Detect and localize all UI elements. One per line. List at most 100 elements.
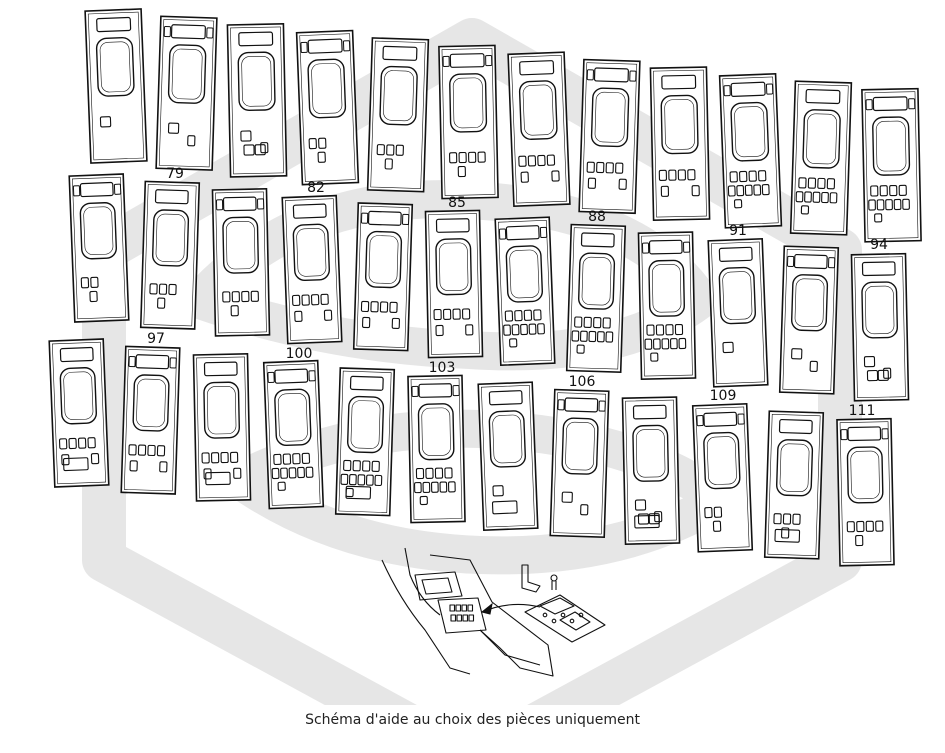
panel-outline — [366, 37, 430, 193]
panel-outline — [295, 29, 360, 186]
panel-display — [79, 181, 114, 198]
panel-button — [674, 323, 684, 336]
console-switch — [468, 614, 475, 622]
panel-shifter-inner — [734, 106, 766, 158]
panel-outline — [139, 180, 201, 330]
panel-display — [96, 16, 132, 33]
panel-button — [389, 301, 398, 313]
panel-label-100: 100 — [286, 346, 313, 362]
console-panel — [861, 87, 922, 243]
panel-shifter-opening — [237, 51, 276, 112]
panel-display — [488, 390, 523, 406]
panel-button — [187, 135, 196, 147]
panel-outline — [789, 80, 853, 236]
panel-button — [691, 185, 700, 197]
panel-button — [729, 171, 738, 183]
console-panel — [850, 252, 910, 402]
panel-shifter-inner — [522, 84, 554, 136]
panel-button — [596, 161, 605, 174]
panel-button — [533, 309, 542, 321]
console-panel — [352, 202, 414, 352]
panel-shifter-opening — [379, 65, 418, 126]
console-panel — [281, 194, 343, 345]
console-panel — [707, 237, 769, 388]
panel-button — [425, 467, 434, 479]
console-panel — [192, 353, 252, 502]
panel-side-key — [257, 198, 265, 210]
panel-button — [395, 144, 404, 156]
console-tunnel-lower — [479, 629, 541, 666]
panel-side-key — [641, 242, 650, 254]
panel-side-key — [360, 212, 369, 224]
panel-button — [571, 330, 580, 342]
panel-inner-border — [285, 198, 339, 341]
panel-inner-border — [299, 33, 356, 182]
console-contour — [404, 547, 441, 616]
console-panel — [578, 58, 641, 215]
console-switch — [461, 604, 468, 612]
panel-label-111: 111 — [849, 403, 876, 419]
panel-button — [807, 177, 817, 189]
panel-display — [632, 404, 667, 420]
panel-outline — [120, 345, 181, 495]
panel-button — [877, 369, 889, 381]
panel-shifter-opening — [307, 58, 347, 119]
panel-side-key — [765, 83, 774, 95]
panel-button — [422, 481, 431, 494]
panel-shifter-inner — [594, 91, 626, 143]
panel-inner-border — [481, 385, 535, 528]
panel-button — [203, 468, 212, 480]
panel-button — [230, 305, 239, 317]
panel-button — [260, 142, 269, 154]
panel-outline — [334, 367, 396, 517]
panel-button — [452, 308, 461, 320]
panel-shifter-opening — [167, 44, 207, 104]
panel-display — [564, 397, 599, 413]
panel-button — [615, 162, 624, 174]
panel-shifter-opening — [703, 431, 741, 490]
panel-button — [593, 317, 602, 329]
panel-button — [687, 169, 696, 181]
panel-shifter-opening — [776, 439, 814, 497]
panel-button — [240, 130, 252, 142]
panel-inner-border — [338, 370, 392, 513]
panel-button — [317, 151, 326, 163]
console-panel — [477, 381, 539, 532]
panel-side-key — [267, 371, 275, 383]
panel-shifter-opening — [518, 80, 558, 140]
panel-shifter-opening — [846, 446, 884, 504]
panel-button — [308, 137, 317, 150]
panel-button — [477, 151, 486, 163]
panel-button — [753, 184, 762, 196]
panel-display — [435, 218, 470, 233]
panel-shifter-inner — [581, 256, 612, 306]
panel-outline — [407, 374, 466, 524]
panel-button — [528, 323, 537, 335]
panel-button — [435, 324, 444, 337]
panel-button — [678, 337, 687, 350]
panel-button — [361, 316, 371, 329]
panel-button — [458, 151, 467, 164]
panel-outline — [48, 338, 110, 488]
console-switch — [455, 604, 462, 612]
panel-label-79: 79 — [166, 166, 184, 182]
panel-shifter-inner — [296, 228, 327, 277]
console-panel — [691, 402, 754, 553]
console-panel — [48, 338, 110, 488]
panel-display — [292, 203, 327, 219]
panel-button — [386, 144, 395, 156]
panel-number-labels: 79 82 85 88 91 94 97 100 103 106 109 111 — [147, 166, 888, 419]
console-panel — [407, 374, 466, 524]
panel-shifter-inner — [421, 407, 451, 456]
mounting-screw-shaft — [551, 581, 557, 590]
console-panel — [549, 388, 610, 539]
panel-inner-border — [793, 83, 849, 233]
panel-shifter-opening — [222, 216, 259, 274]
panel-button — [384, 158, 393, 170]
console-panel — [507, 51, 571, 208]
panel-shifter-opening — [59, 367, 97, 425]
console-panel — [155, 15, 218, 171]
panel-shifter-inner — [206, 385, 237, 435]
panel-display — [274, 368, 309, 384]
panel-button — [229, 451, 239, 463]
